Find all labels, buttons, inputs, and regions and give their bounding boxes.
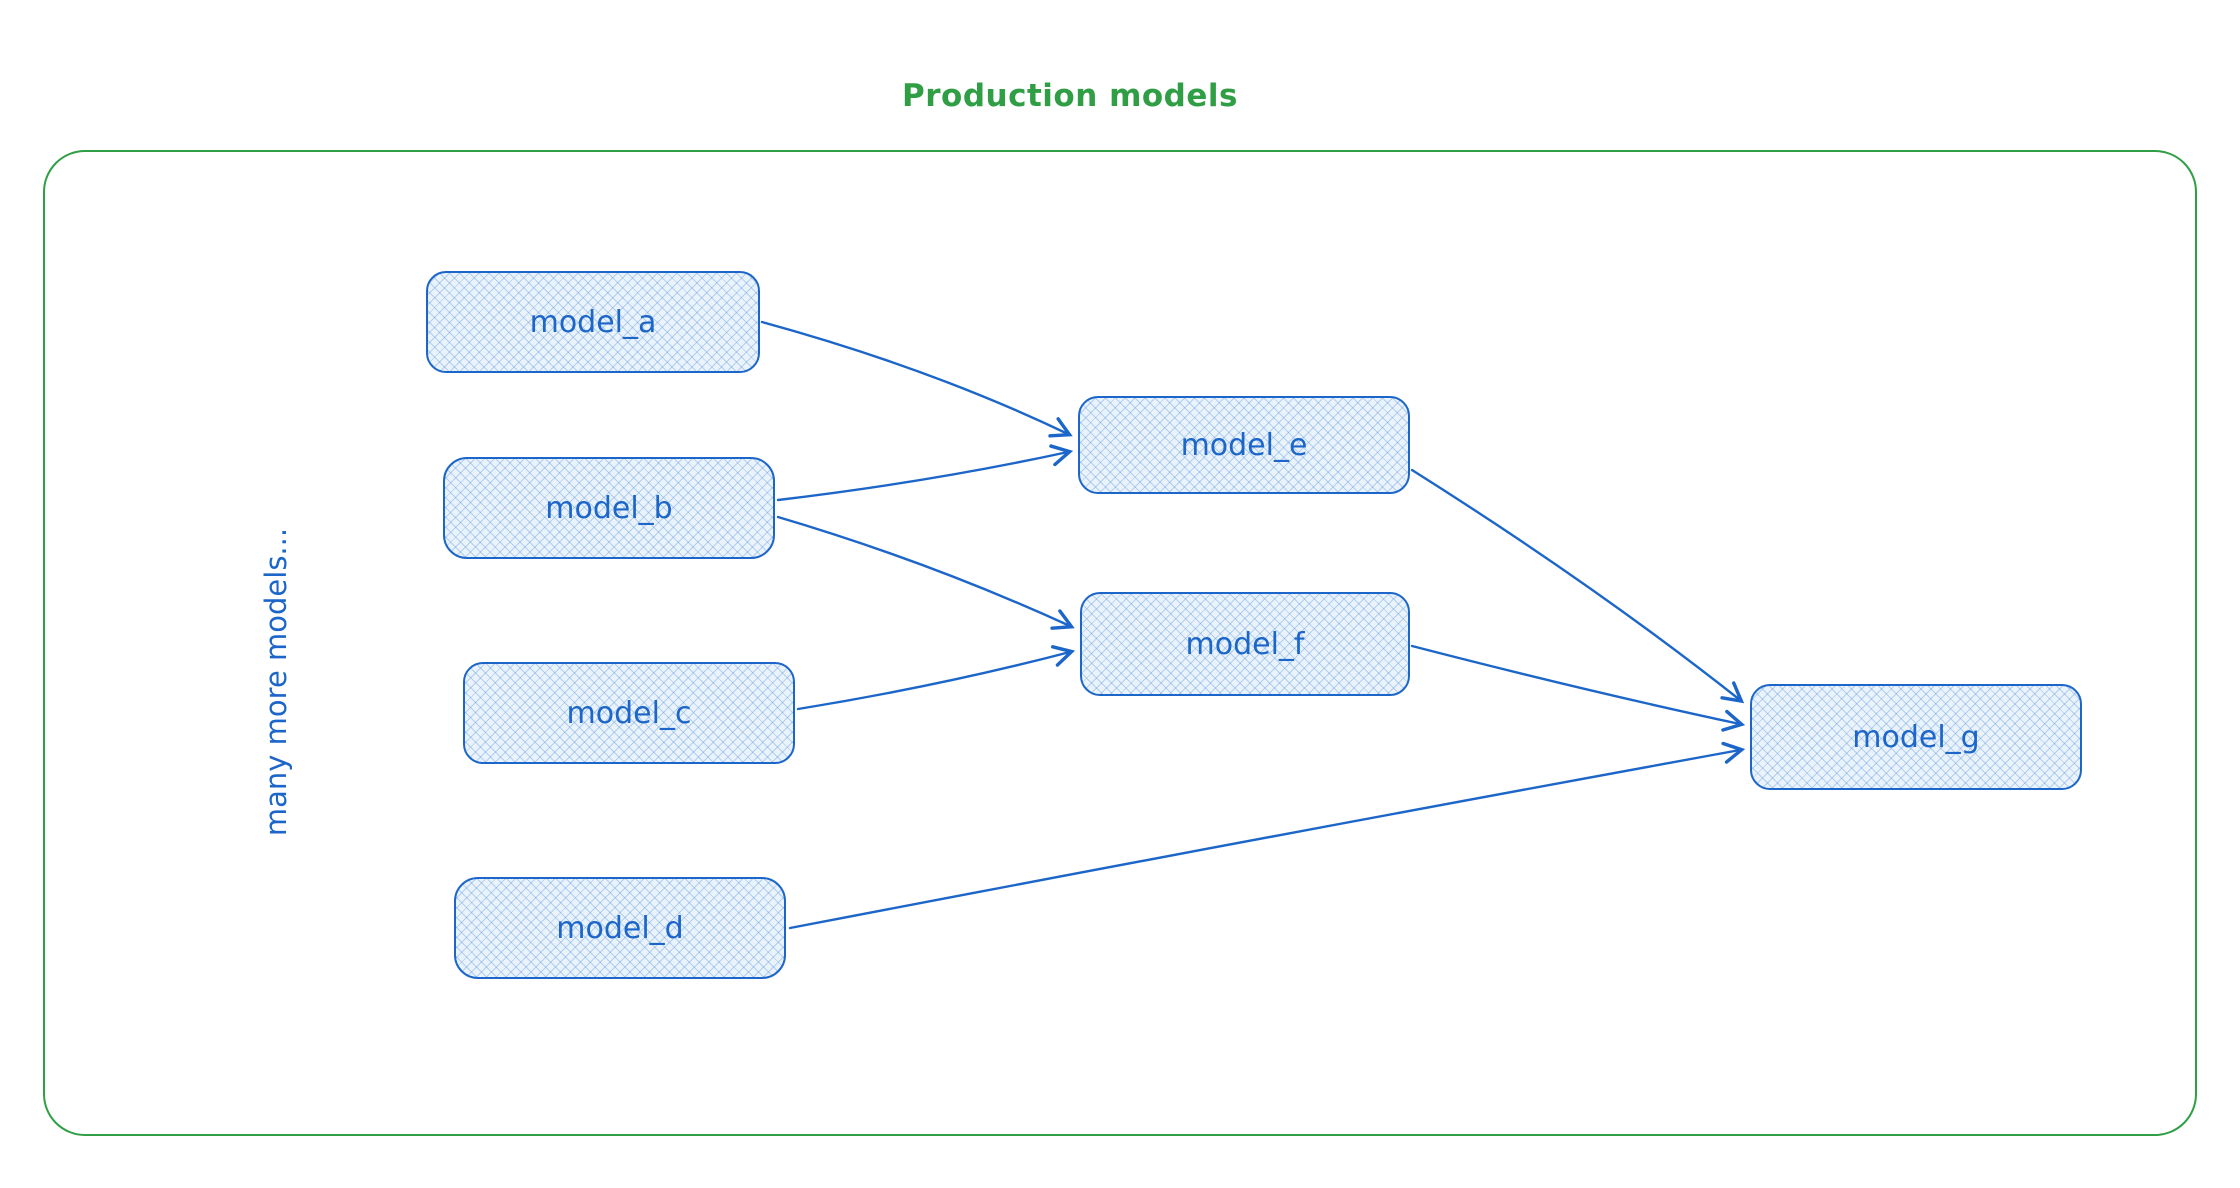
diagram-title: Production models bbox=[902, 78, 1238, 114]
node-model_c: model_c bbox=[463, 662, 795, 764]
node-model_a-label: model_a bbox=[529, 304, 657, 340]
node-model_f: model_f bbox=[1080, 592, 1410, 696]
node-model_b: model_b bbox=[443, 457, 775, 559]
node-model_e: model_e bbox=[1078, 396, 1410, 494]
node-model_c-label: model_c bbox=[566, 695, 692, 731]
node-model_g-label: model_g bbox=[1852, 719, 1980, 755]
node-model_d-label: model_d bbox=[556, 910, 684, 946]
many-more-models-label: many more models... bbox=[259, 527, 293, 837]
node-model_g: model_g bbox=[1750, 684, 2082, 790]
node-model_f-label: model_f bbox=[1185, 626, 1305, 662]
node-model_d: model_d bbox=[454, 877, 786, 979]
node-model_a: model_a bbox=[426, 271, 760, 373]
production-models-frame bbox=[43, 150, 2197, 1136]
node-model_b-label: model_b bbox=[545, 490, 673, 526]
node-model_e-label: model_e bbox=[1180, 427, 1308, 463]
